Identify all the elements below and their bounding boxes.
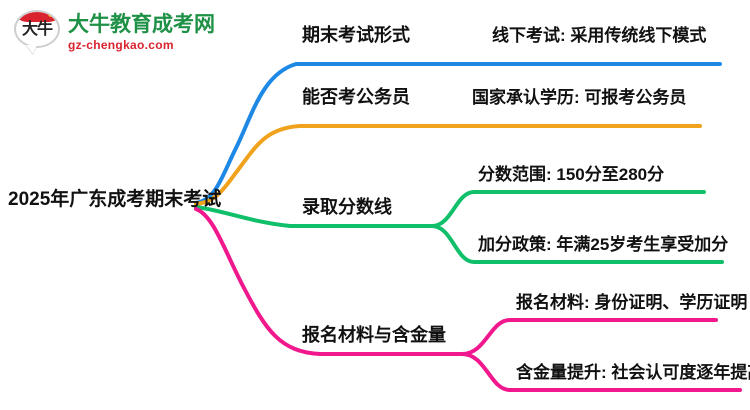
logo-red-cap [16, 12, 58, 22]
connector-branch-3-child-2 [430, 224, 724, 264]
logo-mark-text: 大牛 [21, 21, 53, 38]
speech-bubble-tail [26, 45, 37, 54]
mindmap-leaf-node-3-1[interactable]: 分数范围: 150分至280分 [478, 165, 665, 184]
logo-wordmark: 大牛教育成考网 gz-chengkao.com [68, 14, 215, 51]
mindmap-leaf-node-4-1[interactable]: 报名材料: 身份证明、学历证明 [516, 293, 748, 312]
connector-branch-4-child-2 [460, 352, 742, 392]
mindmap-leaf-node-4-2[interactable]: 含金量提升: 社会认可度逐年提高 [516, 363, 750, 382]
speech-bubble-shape: 大牛 [14, 10, 60, 48]
mindmap-root-node[interactable]: 2025年广东成考期末考试 [8, 189, 222, 210]
daniu-speech-bubble-logo-icon: 大牛 [14, 10, 60, 54]
mindmap-leaf-node-3-2[interactable]: 加分政策: 年满25岁考生享受加分 [478, 235, 729, 254]
connector-branch-1 [194, 62, 722, 205]
mindmap-branch-node-2[interactable]: 能否考公务员 [302, 87, 410, 107]
mindmap-leaf-node-1-1[interactable]: 线下考试: 采用传统线下模式 [492, 26, 707, 45]
logo-title: 大牛教育成考网 [68, 12, 215, 36]
connector-branch-3-child-1 [430, 190, 706, 228]
logo-subtitle-url: gz-chengkao.com [68, 37, 174, 52]
connector-branch-3 [194, 205, 434, 228]
site-logo: 大牛 大牛教育成考网 gz-chengkao.com [14, 10, 215, 54]
connector-branch-2 [194, 124, 702, 206]
mindmap-leaf-node-2-1[interactable]: 国家承认学历: 可报考公务员 [472, 88, 687, 107]
mindmap-branch-node-4[interactable]: 报名材料与含金量 [302, 325, 446, 345]
connector-branch-4-child-1 [460, 318, 718, 356]
mindmap-branch-node-1[interactable]: 期末考试形式 [302, 25, 410, 45]
mindmap-branch-node-3[interactable]: 录取分数线 [302, 197, 392, 217]
connector-branch-4 [194, 207, 464, 356]
